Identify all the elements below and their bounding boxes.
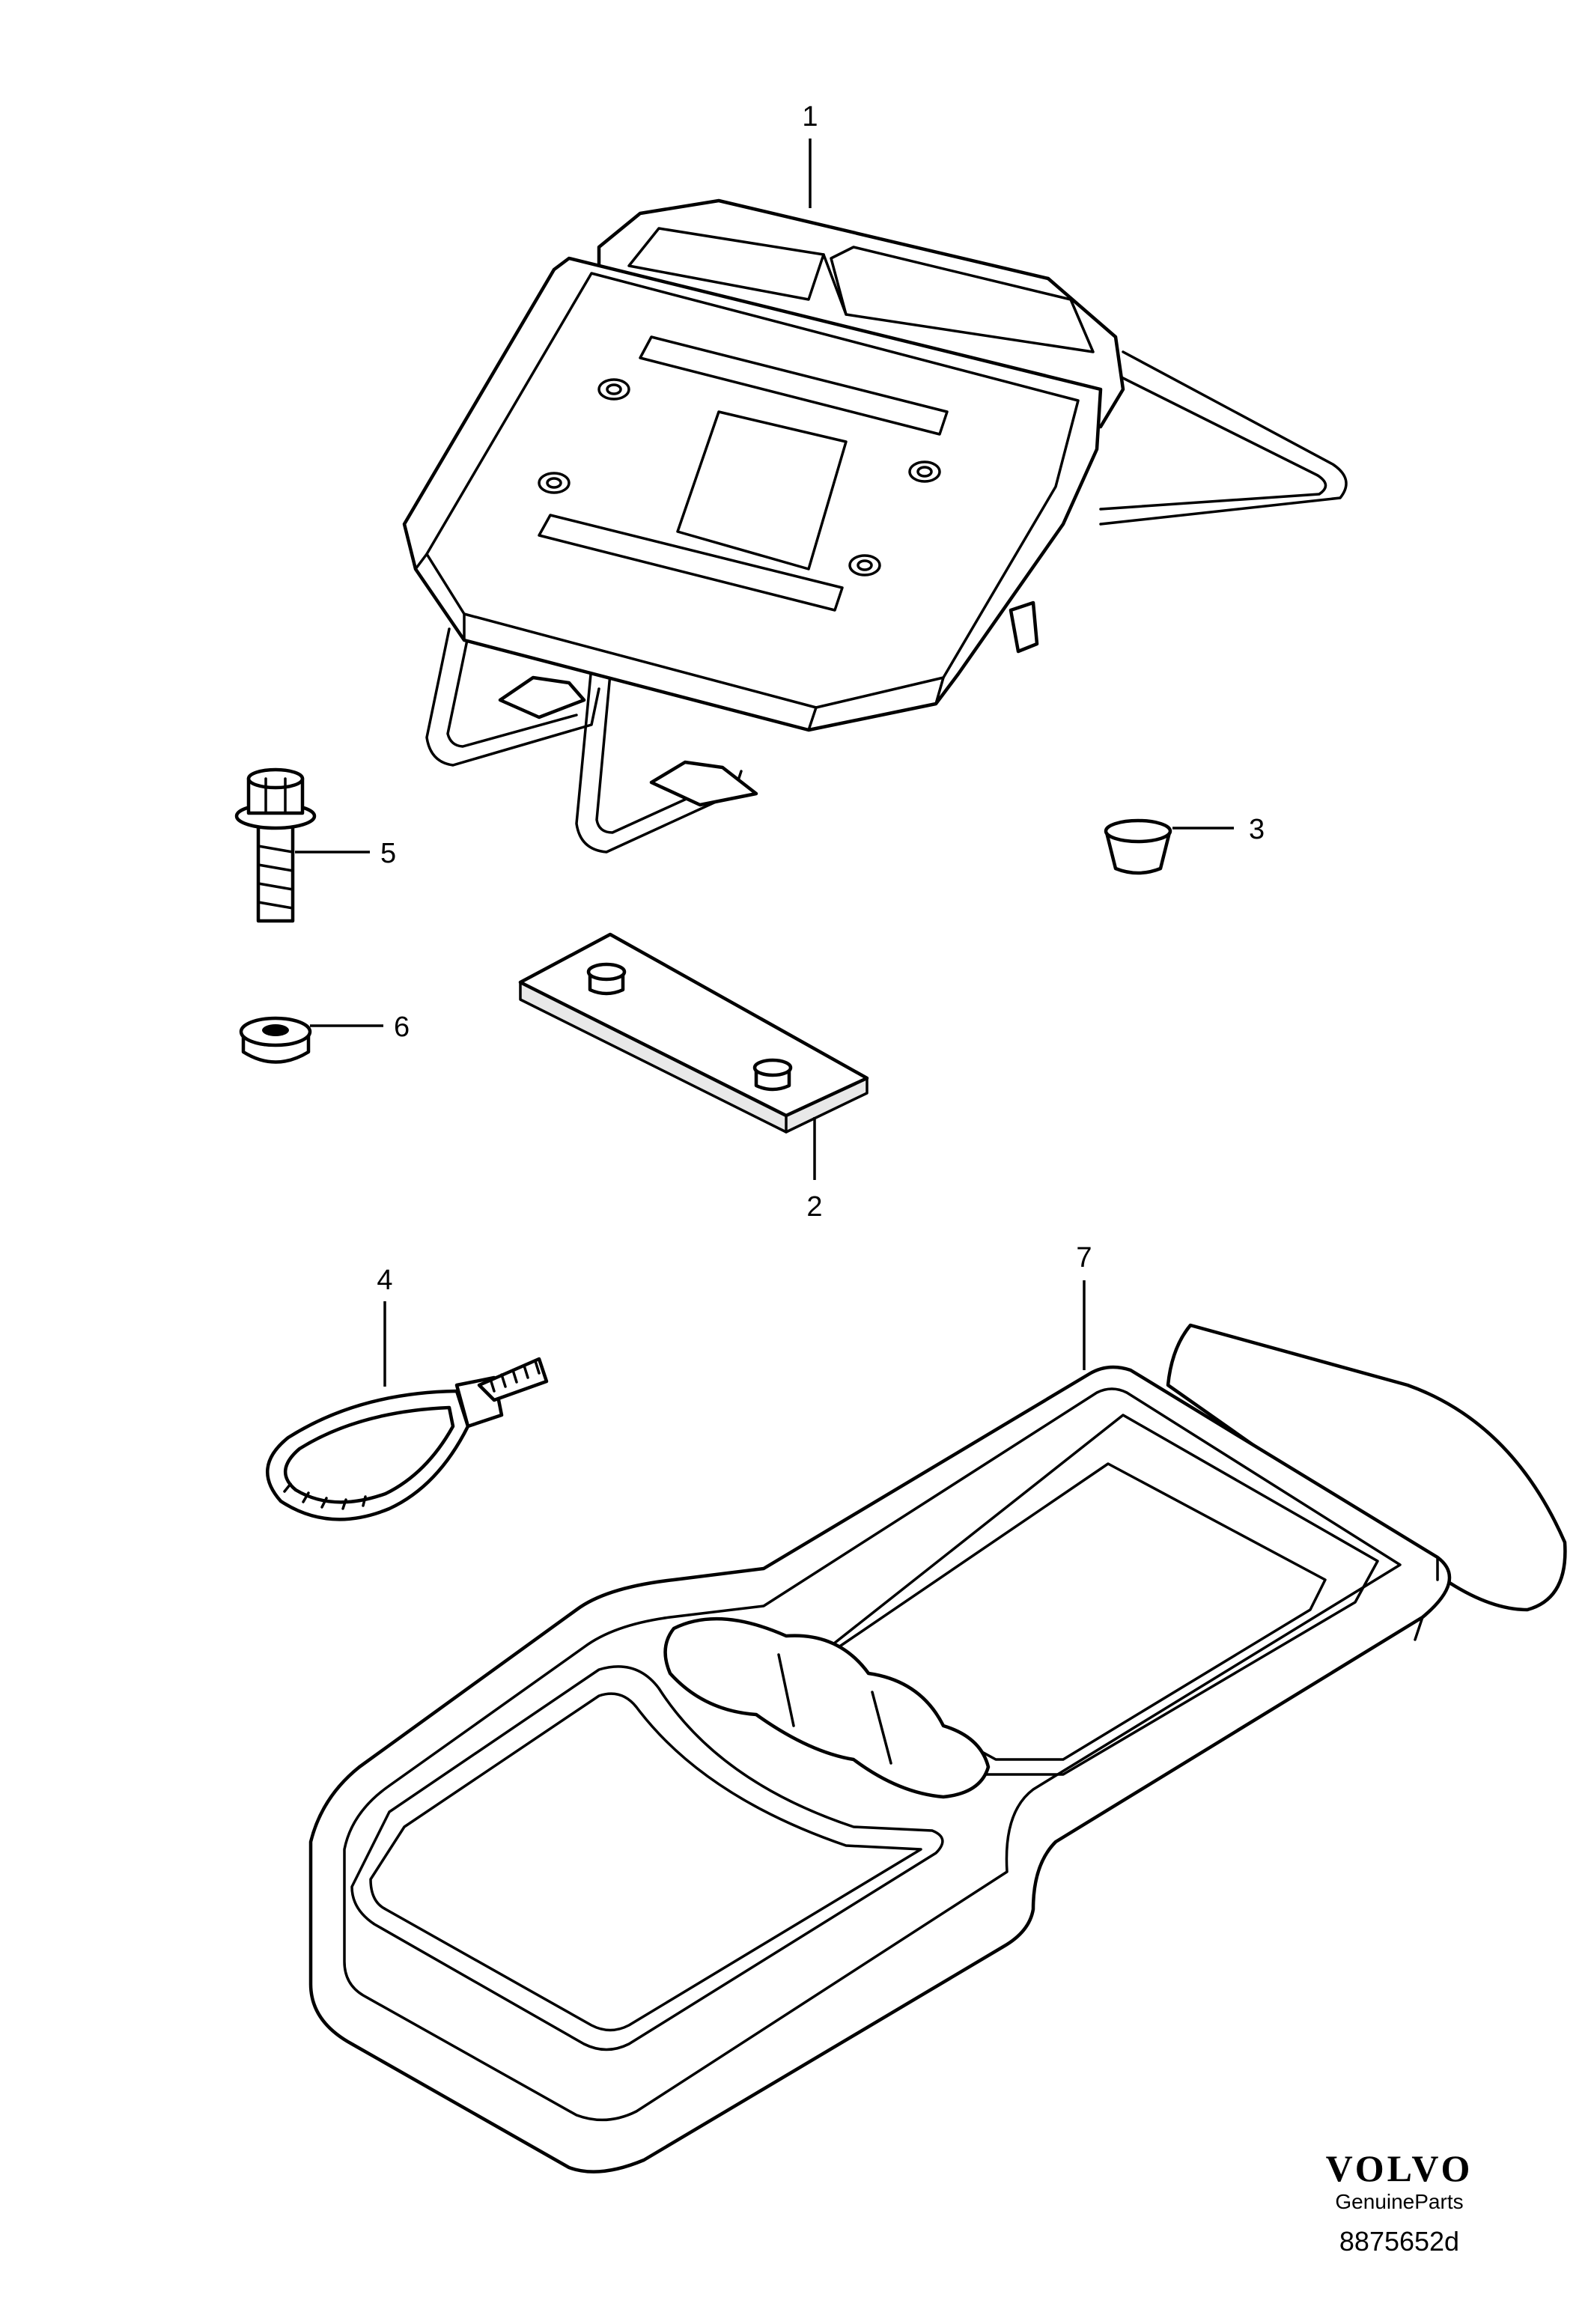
part-4-cable-tie: [265, 1357, 549, 1521]
callout-1-label: 1: [802, 101, 818, 133]
brand-block: VOLVO GenuineParts 8875652d: [1295, 2147, 1504, 2263]
callout-5: 5: [295, 838, 396, 869]
part-1-bracket: [402, 198, 1348, 854]
diagram-reference-number: 8875652d: [1339, 2226, 1460, 2257]
callout-5-label: 5: [380, 838, 396, 869]
callout-7-label: 7: [1076, 1242, 1092, 1274]
callout-4-label: 4: [377, 1265, 392, 1296]
brand-subtitle: GenuineParts: [1335, 2190, 1464, 2213]
part-5-bolt: [234, 767, 317, 923]
callout-2-label: 2: [806, 1191, 822, 1223]
callout-6-label: 6: [394, 1012, 410, 1043]
callout-1: 1: [802, 101, 818, 208]
callout-6: 6: [310, 1012, 410, 1043]
part-2-plate: [518, 932, 869, 1134]
callout-3: 3: [1172, 814, 1265, 845]
brand-logo: VOLVO: [1325, 2147, 1473, 2189]
callout-4: 4: [377, 1265, 393, 1387]
callout-3-label: 3: [1249, 814, 1265, 845]
callout-7: 7: [1076, 1242, 1092, 1370]
callout-2: 2: [806, 1117, 823, 1223]
part-3-plug: [1104, 818, 1172, 875]
part-6-nut: [239, 1016, 312, 1064]
part-7-tray: [308, 1323, 1567, 2174]
